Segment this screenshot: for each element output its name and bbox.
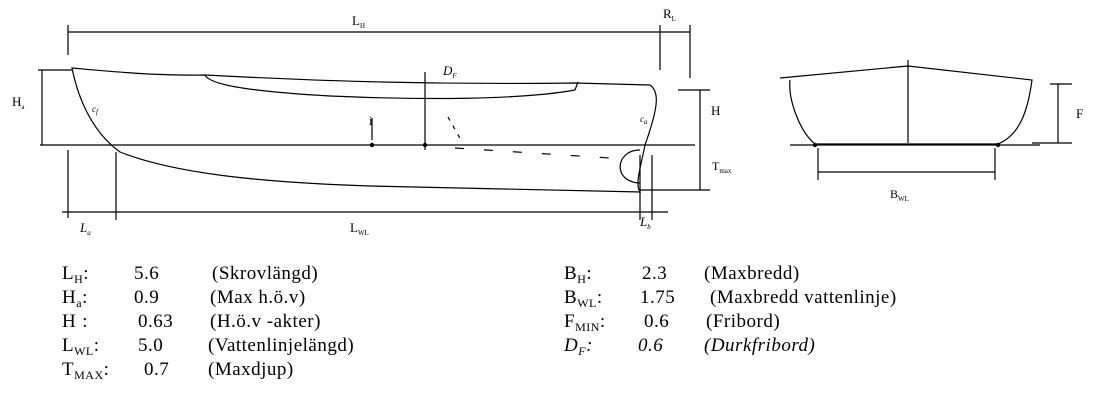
keel-detail xyxy=(619,149,641,184)
spec-symbol: DF: xyxy=(564,335,593,358)
label-rl: RL xyxy=(663,6,676,23)
label-la: La xyxy=(79,220,91,237)
label-df: DF xyxy=(442,63,457,80)
spec-value: 0.9 xyxy=(134,287,160,308)
spec-description: (Skrovlängd) xyxy=(212,263,319,284)
label-lwl: LWL xyxy=(350,220,369,237)
label-bwl: BWL xyxy=(890,187,909,203)
label-lh: LH xyxy=(352,13,365,30)
spec-value: 5.6 xyxy=(134,263,160,284)
spec-description: (Fribord) xyxy=(706,311,781,332)
spec-description: (Vattenlinjelängd) xyxy=(208,335,355,356)
label-ha: Ha xyxy=(12,94,25,111)
spec-value: 0.7 xyxy=(144,359,170,380)
spec-symbol: FMIN: xyxy=(564,311,606,334)
label-f: F xyxy=(1076,106,1083,121)
label-h: H xyxy=(711,103,720,118)
label-cf: cf xyxy=(92,104,99,116)
bulwark-line xyxy=(204,74,579,100)
spec-description: (Max h.ö.v) xyxy=(210,287,306,308)
spec-value: 5.0 xyxy=(138,335,164,356)
spec-description: (Durkfribord) xyxy=(704,335,816,356)
spec-description: (H.ö.v -akter) xyxy=(210,311,321,332)
spec-value: 0.63 xyxy=(138,311,174,332)
spec-symbol: LWL: xyxy=(62,335,100,358)
spec-symbol: TMAX: xyxy=(62,359,110,382)
label-lb: Lb xyxy=(639,214,651,231)
spec-symbol: BWL: xyxy=(564,287,603,310)
spec-table: LH: 5.6 (Skrovlängd) Ha: 0.9 (Max h.ö.v)… xyxy=(62,262,1062,402)
hull-outline xyxy=(71,67,657,193)
spec-description: (Maxdjup) xyxy=(208,359,294,380)
cross-section-outline xyxy=(779,65,1033,145)
spec-value: 0.6 xyxy=(638,335,664,356)
spec-description: (Maxbredd vattenlinje) xyxy=(710,287,897,308)
spec-value: 0.6 xyxy=(644,311,670,332)
spec-value: 1.75 xyxy=(640,287,676,308)
label-tmax: Tmax xyxy=(712,159,732,175)
label-i: i xyxy=(369,113,373,128)
label-ca: ca xyxy=(640,114,648,126)
spec-symbol: BH: xyxy=(564,263,593,286)
spec-symbol: Ha: xyxy=(62,287,88,310)
spec-description: (Maxbredd) xyxy=(704,263,800,284)
spec-symbol: LH: xyxy=(62,263,90,286)
spec-value: 2.3 xyxy=(642,263,668,284)
spec-symbol: H: xyxy=(62,311,89,332)
